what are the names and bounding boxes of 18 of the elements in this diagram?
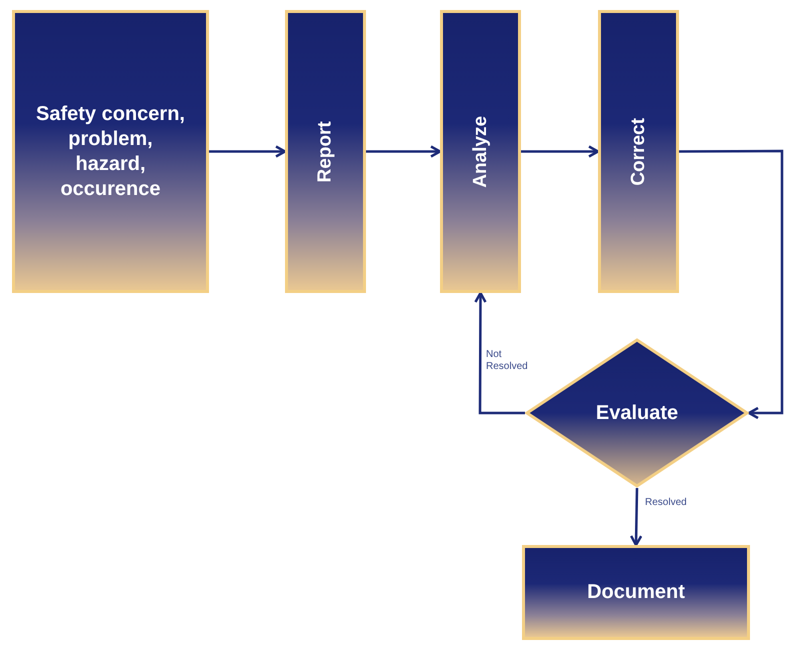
decision-diamond [525,338,749,488]
process-box [522,545,750,640]
node-label: Correct [626,118,650,186]
node-label: Evaluate [596,400,678,426]
node-label: Safety concern, problem, hazard, occurence [35,102,186,202]
arrow [366,145,442,158]
arrow [679,150,784,420]
arrow [521,145,600,158]
node-label: Document [587,580,685,605]
node-label: Report [314,120,337,182]
arrow [474,292,525,414]
node-label: Analyze [468,116,492,188]
process-box [440,10,521,293]
process-box [598,10,679,293]
process-box [285,10,366,293]
process-box [12,10,209,293]
arrow [209,145,286,158]
arrow [630,488,642,546]
